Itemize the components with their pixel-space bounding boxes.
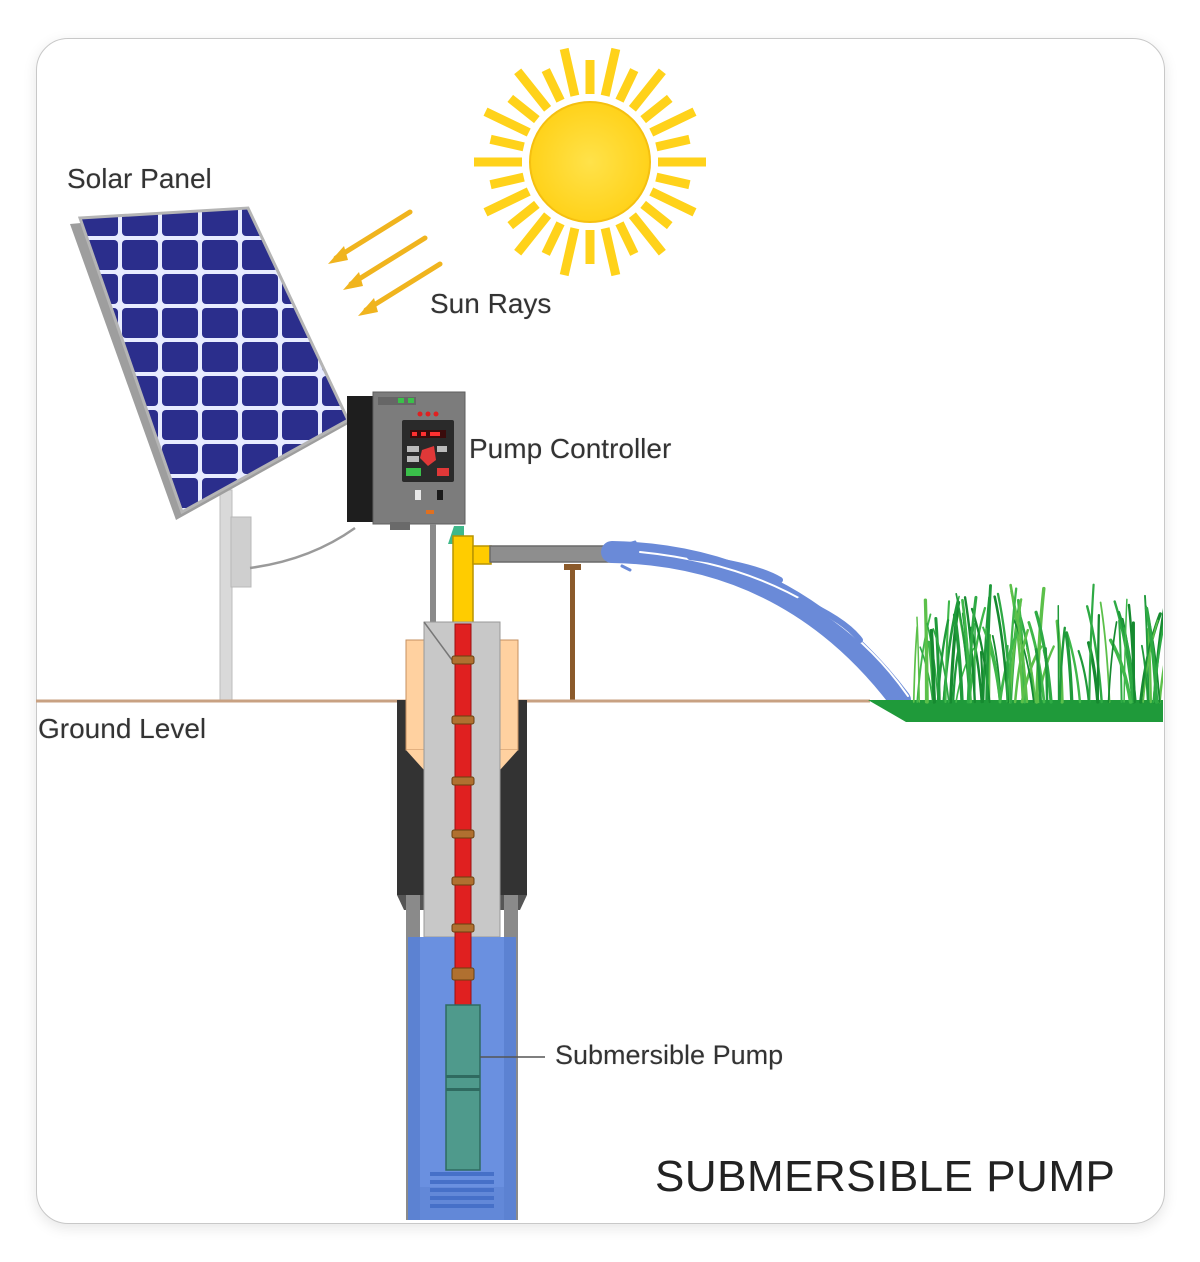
sun-ray xyxy=(628,68,666,112)
grass-icon xyxy=(912,583,1163,704)
sun-ray xyxy=(615,68,639,103)
sun-ray xyxy=(559,47,580,97)
sun-ray xyxy=(483,107,531,137)
grass-blade xyxy=(1144,606,1159,704)
grass-blade xyxy=(916,616,920,703)
sun-rays-label: Sun Rays xyxy=(430,288,552,319)
pipe-icon xyxy=(489,545,613,563)
sun-ray xyxy=(628,212,666,256)
grass-blade xyxy=(1077,649,1090,704)
sun-ray xyxy=(640,94,673,124)
controller-icon xyxy=(347,391,466,530)
riser-pipe xyxy=(452,535,474,625)
sun-ray xyxy=(655,172,691,190)
arrow-icon xyxy=(328,209,413,264)
submersible-pump-label: Submersible Pump xyxy=(555,1040,784,1070)
sun-ray xyxy=(541,221,565,256)
pump-icon xyxy=(445,1004,481,1171)
grass-blade xyxy=(1088,583,1095,704)
sun-rays-arrows xyxy=(328,209,443,316)
sun-ray xyxy=(655,134,691,152)
grass-blade xyxy=(1035,586,1046,704)
controller-cable xyxy=(430,524,436,624)
grass-blade xyxy=(1058,626,1066,704)
pump-controller-label: Pump Controller xyxy=(469,433,672,464)
sun-ray xyxy=(640,200,673,230)
grass-blade xyxy=(1142,619,1159,703)
grass-blade xyxy=(979,650,985,704)
sun-ray xyxy=(489,134,525,152)
panel-stand xyxy=(219,489,356,701)
arrow-icon xyxy=(358,261,443,316)
sun-ray xyxy=(489,172,525,190)
grass-blade xyxy=(1096,613,1101,704)
grass-blade xyxy=(1010,590,1029,704)
diagram-title: SUBMERSIBLE PUMP xyxy=(655,1152,1116,1201)
sun-ray xyxy=(514,212,552,256)
grass-blade xyxy=(1064,631,1074,704)
grass-blade xyxy=(1006,644,1009,703)
grass-blade xyxy=(1123,598,1128,703)
sun-ray xyxy=(507,200,540,230)
sun-ray xyxy=(483,187,531,217)
grass-blade xyxy=(1118,619,1123,703)
sun-icon xyxy=(474,47,706,277)
grass-blade xyxy=(1127,603,1136,704)
ground-level-label: Ground Level xyxy=(38,713,207,744)
sun-ray xyxy=(541,68,565,103)
water-stream-icon xyxy=(601,540,911,711)
grass-blade xyxy=(985,584,992,704)
grass-blade xyxy=(952,613,964,704)
grass-blade xyxy=(1099,601,1111,703)
grass-blade xyxy=(1158,618,1163,704)
grass-base xyxy=(868,700,1163,722)
sun-ray xyxy=(615,221,639,256)
grass-blade xyxy=(932,628,950,703)
sun-ray xyxy=(600,47,621,97)
grass-blade xyxy=(1013,628,1030,704)
pipe-elbow xyxy=(472,545,492,565)
arrow-icon xyxy=(343,235,428,290)
grass-blade xyxy=(1044,647,1049,704)
sun-ray xyxy=(649,187,697,217)
grass-blade xyxy=(1144,594,1150,703)
solar-panel-label: Solar Panel xyxy=(67,163,212,194)
grass-blade xyxy=(936,619,950,704)
pipe-support xyxy=(570,570,575,700)
grass-blade xyxy=(1107,621,1118,703)
sun-disc xyxy=(529,101,651,223)
power-cable xyxy=(451,623,475,1010)
grass-blade xyxy=(929,628,936,704)
sun-ray xyxy=(559,227,580,277)
sun-ray xyxy=(649,107,697,137)
sun-ray xyxy=(507,94,540,124)
grass-blade xyxy=(944,600,951,704)
grass-blade xyxy=(1025,647,1037,703)
pipe-coupling xyxy=(448,526,464,544)
grass-blade xyxy=(1085,605,1103,704)
solar-panel-icon xyxy=(70,206,350,520)
grass-blade xyxy=(949,600,961,704)
grass-blade xyxy=(912,625,919,703)
grass-blade xyxy=(1034,648,1043,704)
grass-blade xyxy=(1007,587,1018,704)
grass-blade xyxy=(1013,619,1035,703)
grass-blade xyxy=(966,595,978,704)
sun-ray xyxy=(514,68,552,112)
grass-blade xyxy=(968,606,987,704)
grass-blade xyxy=(1140,644,1149,703)
grass-blade xyxy=(1147,628,1152,704)
sun-ray xyxy=(600,227,621,277)
